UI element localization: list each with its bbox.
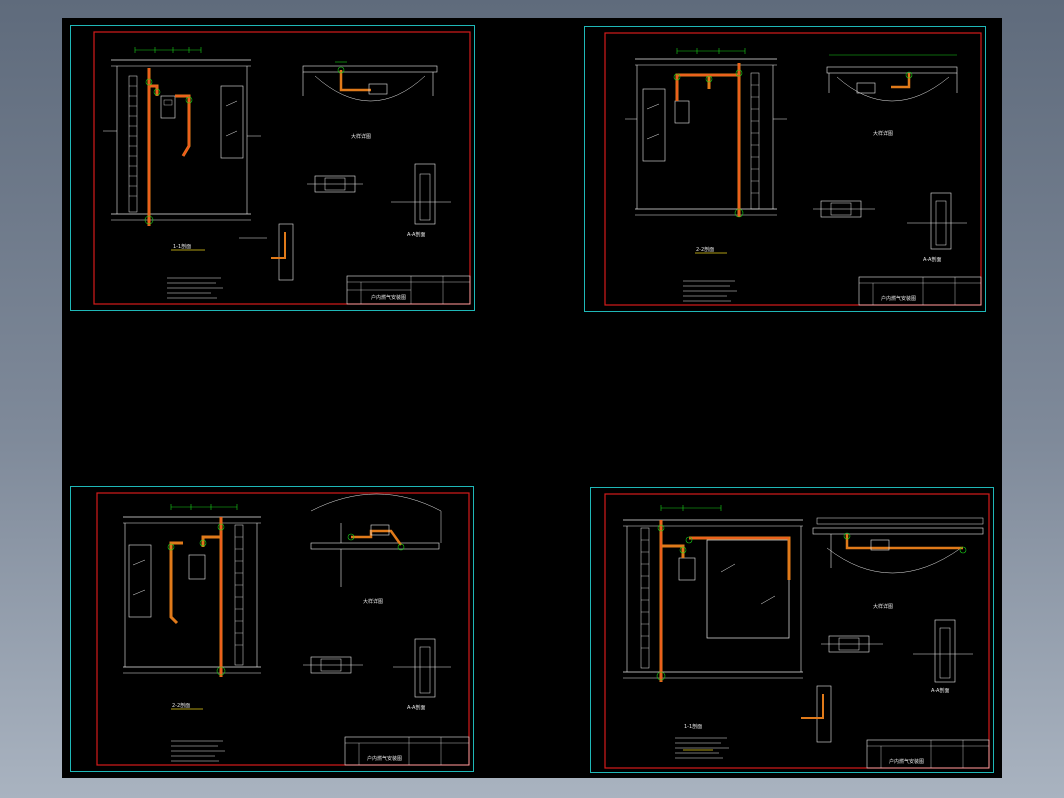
sheet-3-section-label: A-A剖面 [407, 704, 425, 711]
drawing-sheet-1[interactable]: 1-1剖面 大样详图 A-A剖面 [70, 25, 475, 311]
sheet-1-detail-label: 大样详图 [351, 133, 371, 140]
sheet-1-title-block: 户内燃气安装图 [371, 294, 406, 301]
sheet-4-section-label: A-A剖面 [931, 687, 949, 694]
drawing-sheet-3[interactable]: 2-2剖面 大样详图 A-A剖面 [70, 486, 474, 772]
sheet-4-detail-label: 大样详图 [873, 603, 893, 610]
sheet-1-section-label: A-A剖面 [407, 231, 425, 238]
drawing-sheet-4[interactable]: 1-1剖面 大样详图 A-A剖面 [590, 487, 994, 773]
sheet-4-view-label: 1-1剖面 [684, 723, 702, 730]
sheet-2-section-label: A-A剖面 [923, 256, 941, 263]
sheet-3-view-label: 2-2剖面 [172, 702, 190, 709]
drawing-sheet-2[interactable]: 2-2剖面 大样详图 A-A剖面 [584, 26, 986, 312]
sheet-3-detail-label: 大样详图 [363, 598, 383, 605]
drawing-viewport[interactable]: 1-1剖面 大样详图 A-A剖面 [62, 18, 1002, 778]
sheet-4-title-block: 户内燃气安装图 [889, 758, 924, 765]
sheet-2-title-block: 户内燃气安装图 [881, 295, 916, 302]
sheet-2-view-label: 2-2剖面 [696, 246, 714, 253]
sheet-4-drawing: 1-1剖面 大样详图 A-A剖面 [604, 493, 990, 769]
sheet-1-drawing: 1-1剖面 大样详图 A-A剖面 [93, 31, 471, 305]
sheet-3-drawing: 2-2剖面 大样详图 A-A剖面 [96, 492, 470, 766]
sheet-1-view-label: 1-1剖面 [173, 243, 191, 250]
sheet-2-drawing: 2-2剖面 大样详图 A-A剖面 [604, 32, 982, 306]
sheet-3-title-block: 户内燃气安装图 [367, 755, 402, 762]
sheet-2-detail-label: 大样详图 [873, 130, 893, 137]
